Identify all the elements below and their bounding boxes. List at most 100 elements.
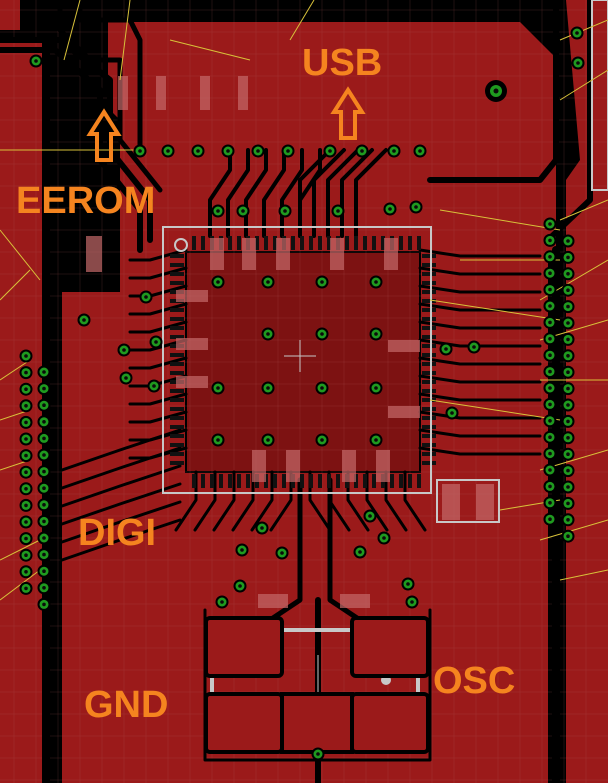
via-hole: [548, 501, 552, 505]
via-hole: [166, 149, 170, 153]
via-hole: [24, 370, 28, 375]
ic-pin: [422, 434, 436, 438]
trace: [226, 148, 250, 238]
via-hole: [286, 149, 290, 153]
via-hole: [320, 438, 324, 442]
ic-pin: [363, 236, 367, 250]
via-hole: [548, 517, 552, 521]
via-hole: [320, 332, 324, 336]
via-hole: [24, 520, 28, 524]
ic-pin: [422, 326, 436, 330]
smd-pad: [242, 238, 256, 270]
airwire: [0, 229, 41, 281]
ic-pin: [170, 398, 184, 402]
trace: [193, 470, 217, 532]
via-hole: [450, 411, 454, 415]
trace: [418, 338, 542, 348]
ic-pin: [318, 236, 322, 250]
airwire: [63, 0, 81, 61]
trace: [267, 477, 303, 623]
airwire: [439, 209, 561, 231]
via-hole: [216, 209, 220, 213]
via-hole: [316, 752, 320, 756]
via-hole: [576, 61, 580, 65]
via-hole: [42, 486, 46, 491]
ic-pin: [228, 474, 232, 488]
ic-pin: [219, 474, 223, 488]
via-hole: [575, 31, 579, 35]
via-hole: [42, 536, 46, 540]
via-hole: [566, 518, 570, 522]
crystal-pad: [350, 616, 430, 678]
ic-pin: [192, 474, 196, 488]
via-hole: [24, 420, 28, 425]
ic-pin: [210, 474, 214, 488]
ic-outline: [162, 226, 432, 494]
trace: [60, 428, 182, 472]
ic-pin: [170, 389, 184, 393]
smd-pad: [388, 340, 420, 352]
via-hole: [138, 149, 142, 153]
via-hole: [42, 469, 46, 474]
trace: [262, 148, 286, 238]
via-hole: [266, 438, 270, 442]
trace: [60, 518, 182, 562]
via-hole: [548, 386, 552, 390]
smd-pad: [200, 76, 210, 110]
trace: [340, 148, 374, 238]
ic-pin: [300, 236, 304, 250]
ic-pin: [422, 425, 436, 429]
ic-pin: [422, 380, 436, 384]
ic-pin: [309, 474, 313, 488]
component-outline: [436, 479, 500, 523]
ic-pin: [422, 281, 436, 285]
ic-pin: [422, 371, 436, 375]
via-hole: [266, 332, 270, 336]
ic-pin: [170, 434, 184, 438]
ic-pin: [390, 474, 394, 488]
ic-pin: [422, 272, 436, 276]
copper-pour: [0, 0, 20, 30]
ic-pin: [246, 474, 250, 488]
via-hole: [196, 149, 200, 153]
up-arrow-icon: [330, 86, 366, 140]
via-hole: [280, 551, 284, 555]
trace: [327, 477, 363, 623]
trace: [418, 320, 542, 330]
via-hole: [548, 468, 552, 472]
via-hole: [566, 485, 570, 489]
airwire: [0, 269, 31, 301]
via-hole: [24, 453, 28, 458]
via-hole: [548, 238, 552, 243]
via-hole: [256, 149, 260, 153]
ic-pin: [336, 474, 340, 488]
via-hole: [240, 548, 244, 552]
via-hole: [144, 295, 148, 299]
ic-pin: [354, 236, 358, 250]
ic-pin: [422, 407, 436, 411]
ic-pin: [170, 308, 184, 312]
via-hole: [154, 340, 158, 344]
ic-pin: [170, 263, 184, 267]
ic-pin: [372, 236, 376, 250]
trace: [418, 392, 542, 402]
trace: [427, 0, 559, 183]
smd-pad: [176, 290, 208, 302]
ic-pin: [237, 474, 241, 488]
trace: [403, 470, 427, 532]
ic-pin: [170, 461, 184, 465]
trace: [418, 284, 542, 294]
traces: [0, 0, 590, 783]
via-hole: [42, 552, 46, 557]
via-hole: [241, 209, 245, 213]
vias: [19, 26, 585, 761]
annotation-arrows: [86, 86, 366, 162]
via-hole: [548, 337, 552, 341]
via-hole: [328, 149, 332, 153]
via-hole: [124, 376, 128, 380]
via-hole: [566, 321, 570, 325]
airwire: [0, 359, 31, 381]
crystal-pad: [204, 692, 284, 754]
via-hole: [42, 602, 46, 607]
via-hole: [388, 207, 392, 211]
